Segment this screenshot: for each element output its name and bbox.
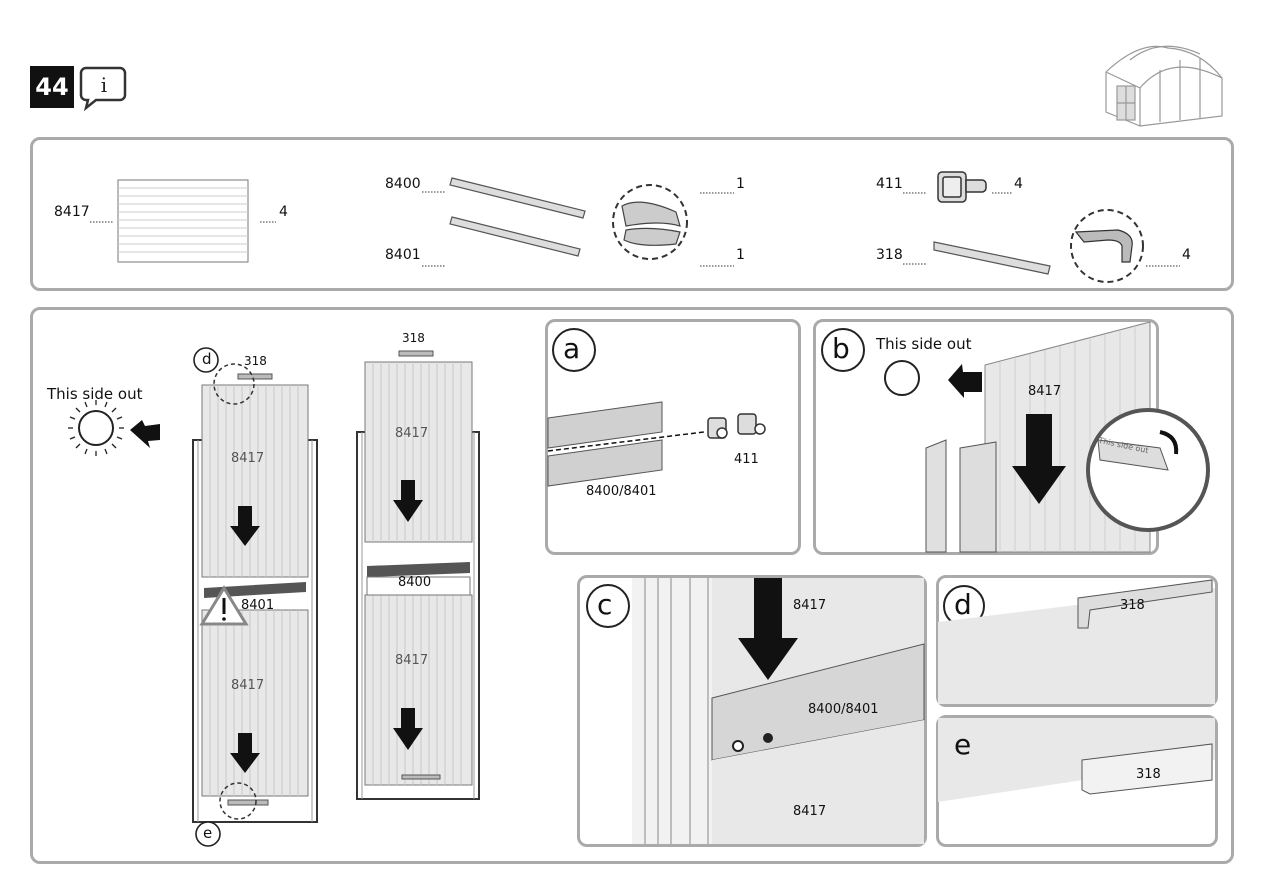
detail-d-panel (936, 575, 1218, 707)
step-number: 44 (35, 73, 69, 101)
part-318-qty: 4 (1182, 247, 1191, 263)
left-profile-318-label: 318 (244, 354, 267, 368)
step-number-badge: 44 (30, 66, 74, 108)
part-411-id: 411 (876, 176, 903, 192)
detail-c-profile-label: 8400/8401 (808, 702, 879, 717)
part-318-id: 318 (876, 247, 903, 263)
left-top-panel-label: 8417 (231, 451, 265, 466)
part-8417-id: 8417 (54, 204, 90, 220)
part-8400-id: 8400 (385, 176, 421, 192)
right-profile-318-label: 318 (402, 331, 425, 345)
detail-b-this-side-out: This side out (876, 335, 972, 353)
detail-c-letter: c (597, 588, 613, 621)
detail-b-letter: b (832, 332, 850, 365)
callout-d-letter: d (202, 350, 212, 368)
detail-e-panel (936, 715, 1218, 847)
part-411-qty: 4 (1014, 176, 1023, 192)
detail-c-panel-top-label: 8417 (793, 598, 827, 613)
detail-d-letter: d (954, 588, 972, 621)
part-8401-qty: 1 (736, 247, 745, 263)
detail-a-letter: a (563, 332, 581, 365)
right-bottom-panel-label: 8417 (395, 653, 429, 668)
part-8401-id: 8401 (385, 247, 421, 263)
detail-e-letter: e (954, 728, 972, 761)
detail-a-profile-label: 8400/8401 (586, 484, 657, 499)
parts-list-panel (30, 137, 1234, 291)
detail-a-screw-label: 411 (734, 452, 759, 467)
this-side-out-label: This side out (47, 385, 143, 403)
part-8400-qty: 1 (736, 176, 745, 192)
detail-a-panel (545, 319, 801, 555)
detail-e-profile-label: 318 (1136, 767, 1161, 782)
left-bar-8401-label: 8401 (241, 598, 275, 613)
right-bar-8400-label: 8400 (398, 575, 432, 590)
left-bottom-panel-label: 8417 (231, 678, 265, 693)
callout-e-letter: e (203, 824, 213, 842)
detail-c-panel-bottom-label: 8417 (793, 804, 827, 819)
right-top-panel-label: 8417 (395, 426, 429, 441)
svg-text:i: i (101, 73, 107, 97)
part-8417-qty: 4 (279, 204, 288, 220)
detail-d-profile-label: 318 (1120, 598, 1145, 613)
detail-b-panel-label: 8417 (1028, 384, 1062, 399)
